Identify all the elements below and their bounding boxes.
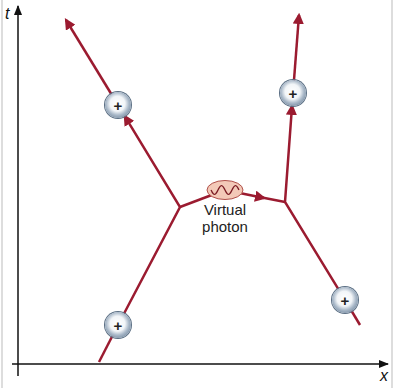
charge-particle: +: [105, 312, 131, 338]
axis-label: t: [5, 6, 9, 22]
photon-blob: [205, 179, 245, 201]
charge-sign: +: [114, 318, 123, 333]
charge-sign: +: [341, 293, 350, 308]
space-axis: [12, 363, 388, 365]
photon-line: [262, 198, 285, 202]
particle-worldline: [124, 116, 180, 313]
frame-line: [2, 0, 3, 388]
charge-particle: +: [332, 287, 358, 313]
charge-sign: +: [114, 98, 123, 113]
photon-wave: [211, 186, 239, 195]
worldline-exit: [66, 20, 118, 105]
photon-ellipse: [207, 181, 243, 200]
particle-worldline: [285, 106, 338, 289]
virtual-photon: Virtual photon: [182, 179, 268, 236]
charge-particle: +: [280, 80, 306, 106]
charge-particle: +: [105, 92, 131, 118]
axis-label: x: [380, 368, 388, 384]
charge-sign: +: [289, 86, 298, 101]
frame-line: [392, 0, 393, 388]
time-axis: [17, 6, 19, 376]
photon-label: Virtual photon: [182, 201, 268, 236]
